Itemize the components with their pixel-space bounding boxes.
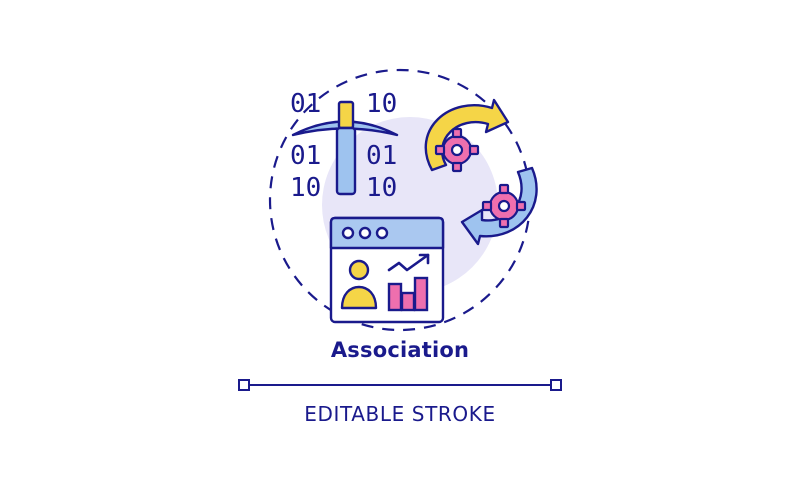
subtitle: EDITABLE STROKE <box>304 402 496 426</box>
title: Association <box>330 338 470 362</box>
binary-row2-right: 01 <box>366 141 397 171</box>
binary-row1-left: 01 <box>290 89 321 119</box>
binary-digits: 01 10 01 01 10 10 <box>290 89 397 203</box>
circular-arrows-icon <box>424 98 538 246</box>
editable-stroke-divider <box>238 379 562 391</box>
binary-row1-right: 10 <box>366 89 397 119</box>
user-icon <box>340 259 378 310</box>
bar-chart-icon <box>387 276 429 312</box>
binary-row3-left: 10 <box>290 173 321 203</box>
divider-handle-right <box>550 379 562 391</box>
trend-arrow-icon <box>387 253 430 272</box>
divider-handle-left <box>238 379 250 391</box>
gear-icon <box>434 127 527 229</box>
binary-row2-left: 01 <box>290 141 321 171</box>
binary-row3-right: 10 <box>366 173 397 203</box>
pickaxe-icon <box>291 100 399 196</box>
